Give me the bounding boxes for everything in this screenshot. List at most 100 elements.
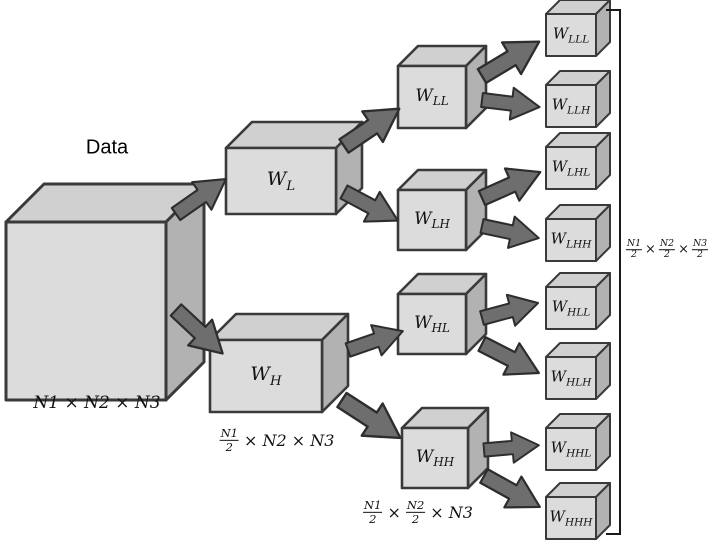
wlhl-label: WLHL xyxy=(552,158,591,179)
frac-den: 2 xyxy=(664,249,670,261)
wllh-label: WLLH xyxy=(552,96,591,117)
wlhh-label-base: W xyxy=(550,229,567,248)
data-label: Data xyxy=(86,137,128,160)
whh-label: WHH xyxy=(416,447,454,469)
times-sign: × xyxy=(645,242,656,258)
whhh-front-face xyxy=(545,496,597,540)
data-cube-front-face xyxy=(4,220,168,402)
data-dimension-label: N1 × N2 × N3 xyxy=(33,393,160,413)
wl-label: WL xyxy=(267,168,295,194)
arrow-wh-to-whh xyxy=(330,382,413,456)
wlhl-label-sub: LHL xyxy=(567,166,591,179)
arrow-wll-to-wllh xyxy=(479,83,543,124)
wlll-label: WLLL xyxy=(553,25,589,46)
wh-label-base: W xyxy=(250,363,270,386)
wlhh-label-sub: LHH xyxy=(566,238,592,251)
wlhl-label-base: W xyxy=(551,157,568,176)
right-bracket xyxy=(606,9,621,535)
whh-front-face xyxy=(400,426,470,490)
whll-cube xyxy=(545,272,611,330)
whll-label-base: W xyxy=(551,297,568,316)
whlh-label-base: W xyxy=(550,367,567,386)
wll-label-sub: LL xyxy=(432,94,449,109)
wlh-label-sub: LH xyxy=(431,217,450,232)
wlhl-front-face xyxy=(545,146,597,190)
wlh-label-base: W xyxy=(414,208,432,229)
wlll-label-base: W xyxy=(552,24,569,43)
whhl-label: WHHL xyxy=(551,439,592,460)
whlh-label-sub: HLH xyxy=(566,376,592,389)
whlh-front-face xyxy=(545,356,597,400)
frac-num: N1 xyxy=(625,238,643,251)
frac-num: N2 xyxy=(658,238,676,251)
whlh-cube xyxy=(545,342,611,400)
wllh-front-face xyxy=(545,84,597,128)
frac-den: 2 xyxy=(369,511,377,526)
wlhh-cube xyxy=(545,204,611,262)
whh-label-sub: HH xyxy=(433,455,455,470)
whl-cube xyxy=(396,272,488,356)
wlhh-front-face xyxy=(545,218,597,262)
frac-den: 2 xyxy=(411,511,420,526)
frac-num: N3 xyxy=(691,238,709,251)
arrow-whh-to-whhh xyxy=(474,459,550,524)
data-cube xyxy=(4,182,206,402)
wllh-label-base: W xyxy=(551,95,568,114)
times-sign: × xyxy=(387,502,401,522)
times-sign: × xyxy=(678,242,689,258)
wlhl-cube xyxy=(545,132,611,190)
whhl-cube xyxy=(545,413,611,471)
wlh-front-face xyxy=(396,188,468,252)
whhh-cube xyxy=(545,482,611,540)
wllh-cube xyxy=(545,70,611,128)
wh-label-sub: H xyxy=(269,373,282,389)
data-dimension-text: N1 × N2 × N3 xyxy=(33,393,161,413)
frac-den: 2 xyxy=(225,439,233,454)
wh-label: WH xyxy=(250,363,281,389)
whl-label: WHL xyxy=(414,313,450,335)
whlh-label: WHLH xyxy=(551,368,592,389)
wll-label: WLL xyxy=(415,86,448,108)
arrow-wlh-to-wlhh xyxy=(477,209,544,255)
arrow-whl-to-whlh xyxy=(472,327,548,390)
frac-num: N2 xyxy=(405,497,426,513)
frac-num: N1 xyxy=(363,497,383,513)
data-label-text: Data xyxy=(85,136,129,159)
frac-den: 2 xyxy=(697,249,703,261)
whh-dimension-rest: × N3 xyxy=(430,502,473,522)
wh-front-face xyxy=(208,338,324,414)
whll-label-sub: HLL xyxy=(567,306,591,319)
arrow-wl-to-wlh xyxy=(335,176,407,237)
frac-num: N1 xyxy=(219,425,239,441)
whh-label-base: W xyxy=(415,446,434,467)
frac-den: 2 xyxy=(630,249,637,261)
wll-label-base: W xyxy=(415,85,433,106)
wll-front-face xyxy=(396,64,468,130)
wllh-label-sub: LLH xyxy=(567,104,591,117)
whhl-front-face xyxy=(545,427,597,471)
wlhh-label: WLHH xyxy=(551,230,592,251)
wlll-cube xyxy=(545,0,611,57)
wlll-front-face xyxy=(545,13,597,57)
wh-box xyxy=(208,312,350,414)
arrow-whl-to-whll xyxy=(476,286,544,335)
whhl-label-sub: HHL xyxy=(566,447,592,460)
arrow-whh-to-whhl xyxy=(481,429,542,467)
wlll-label-sub: LLL xyxy=(568,33,590,46)
whl-label-base: W xyxy=(414,312,432,333)
wl-label-sub: L xyxy=(286,178,296,194)
wl-label-base: W xyxy=(266,168,287,191)
whhh-label-sub: HHH xyxy=(564,516,593,529)
whll-front-face xyxy=(545,286,597,330)
whl-label-sub: HL xyxy=(431,321,450,336)
whh-cube xyxy=(400,406,490,490)
